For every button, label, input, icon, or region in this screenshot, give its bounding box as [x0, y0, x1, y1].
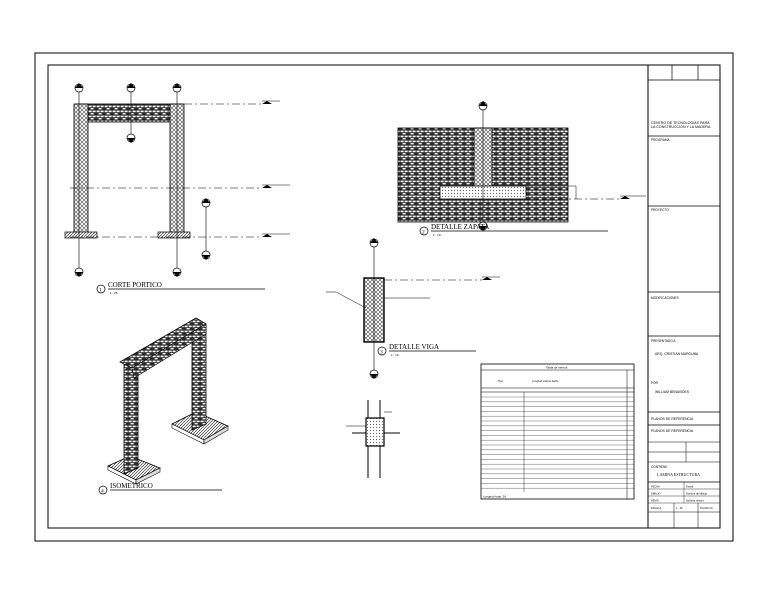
detalle-zapata-label: DETALLE ZAPATA	[431, 223, 489, 231]
planos-referencia-1: PLANOS DE REFERENCIA	[651, 417, 694, 421]
detalle-zapata-drawing	[397, 101, 646, 231]
presentado-label: PRESENTADO A	[651, 339, 676, 343]
fecha-value: Fecha	[686, 485, 694, 489]
portico-beam	[75, 103, 183, 123]
title-block: CENTRO DE TECNOLOGIAS PARA LA CONSTRUCCI…	[647, 65, 720, 528]
isometrico-label: ISOMETRICO	[110, 482, 153, 490]
schedule-total: Longitud total: 24	[483, 495, 506, 499]
section-markers-portico	[74, 83, 211, 277]
planos-referencia-2: PLANOS DE REFERENCIA	[651, 429, 694, 433]
corte-portico-number: 1	[99, 288, 102, 294]
presentado-name: ARQ. CRISTIAN MARGUBA	[655, 352, 699, 356]
rebar-schedule-table: Tabla de hierros Tipo Longitud total de …	[480, 363, 635, 500]
contiene-value: LAMINA ESTRUCTURA	[657, 472, 700, 477]
detalle-viga-drawing	[326, 238, 500, 379]
contiene-label: CONTIENE	[651, 465, 667, 469]
detalle-viga-scale: 1 : 10	[391, 353, 399, 357]
portico-left-footing	[64, 231, 98, 239]
detalle-viga-title: 3 DETALLE VIGA 1 : 10	[377, 343, 476, 357]
isometrico-drawing	[107, 317, 229, 485]
outer-frame	[34, 52, 734, 542]
portico-right-footing	[157, 231, 191, 239]
dibujo-label: DIBUJO	[651, 492, 661, 496]
inner-frame	[47, 64, 721, 529]
proyecto-label: PROYECTO	[651, 208, 669, 212]
schedule-col-tipo: Tipo	[498, 379, 504, 383]
detalle-zapata-number: 2	[422, 230, 425, 236]
corte-portico-title: 1 CORTE PORTICO 1 : 25	[96, 281, 265, 295]
detalle-viga-label: DETALLE VIGA	[389, 343, 439, 351]
corte-portico-drawing	[64, 88, 290, 272]
schedule-rows	[481, 396, 634, 489]
schedule-title: Tabla de hierros	[546, 366, 568, 370]
corte-portico-scale: 1 : 25	[110, 291, 118, 295]
dibujo-value: Nombre del dibujo	[686, 492, 708, 496]
plano-label: PLANO No.	[700, 506, 714, 510]
escala-label: ESCALA	[651, 506, 662, 510]
fecha-label: FECHA	[651, 485, 660, 489]
escala-value: 1 : 25	[676, 506, 683, 510]
revision-value: Nombre revisor	[686, 499, 704, 503]
column-section-detail	[346, 400, 400, 478]
por-name: WILLIAM BENAVIDES	[655, 390, 690, 394]
modificaciones-label: MODIFICACIONES	[651, 296, 679, 300]
programa-label: PROGRAMA	[651, 138, 670, 142]
corte-portico-label: CORTE PORTICO	[108, 281, 162, 289]
detalle-zapata-scale: 1 : 10	[433, 233, 441, 237]
detalle-zapata-title: 2 DETALLE ZAPATA 1 : 10	[419, 223, 608, 237]
por-label: POR	[651, 381, 659, 385]
detalle-viga-number: 3	[380, 350, 383, 356]
schedule-col-longitud: Longitud total de barra	[532, 379, 559, 383]
portico-left-column	[73, 103, 89, 235]
revision-label: REVIS	[651, 499, 659, 503]
institution-line: CENTRO DE TECNOLOGIAS PARA LA CONSTRUCCI…	[651, 121, 711, 129]
isometrico-number: 4	[101, 489, 104, 495]
isometrico-title: 4 ISOMETRICO	[98, 482, 222, 495]
